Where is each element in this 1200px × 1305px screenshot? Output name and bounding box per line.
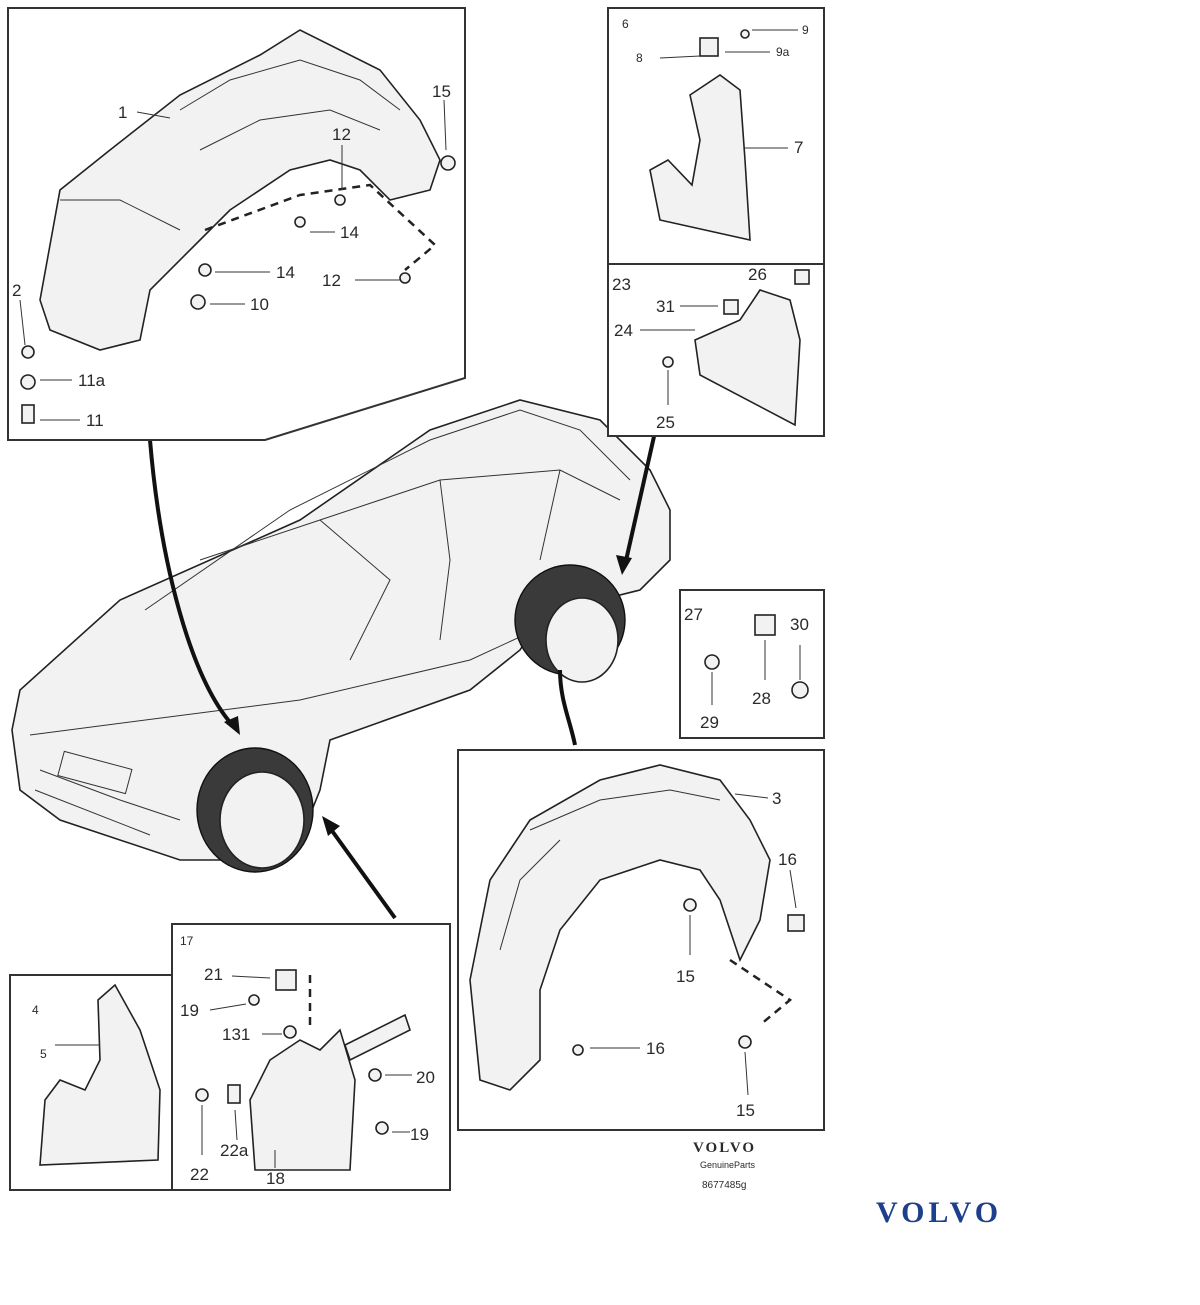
clip-kit-panel: 27 30 28 29 [679, 589, 825, 739]
callout-17: 17 [180, 934, 194, 948]
callout-8: 8 [636, 51, 643, 65]
callout-22a: 22a [220, 1141, 249, 1160]
volvo-brand-logo: VOLVO [876, 1196, 1002, 1229]
rear-liner-panel: 3 16 15 16 15 [457, 749, 825, 1131]
front-wheel-liner-part [39, 29, 441, 351]
callout-23: 23 [612, 275, 631, 294]
callout-9: 9 [802, 23, 809, 37]
callout-12: 12 [332, 125, 351, 144]
callout-6: 6 [622, 17, 629, 31]
car-illustration [11, 399, 671, 873]
callout-31: 31 [656, 297, 675, 316]
callout-14: 14 [276, 263, 295, 282]
callout-20: 20 [416, 1068, 435, 1087]
genuine-parts-label: GenuineParts [700, 1160, 756, 1170]
left-mudflap-panel: 4 5 [9, 974, 173, 1191]
callout-21: 21 [204, 965, 223, 984]
callout-7: 7 [794, 138, 803, 157]
left-mudflap-part [39, 983, 161, 1166]
callout-18: 18 [266, 1169, 285, 1188]
callout-131: 131 [222, 1025, 250, 1044]
callout-11a: 11a [78, 371, 106, 390]
callout-15: 15 [736, 1101, 755, 1120]
rear-wheel-liner-part [469, 764, 771, 1091]
callout-19: 19 [180, 1001, 199, 1020]
callout-9a: 9a [776, 45, 790, 59]
callout-28: 28 [752, 689, 771, 708]
rear-mudflap-part [694, 289, 801, 427]
callout-16: 16 [778, 850, 797, 869]
mudflap-kit-part [249, 1028, 356, 1171]
callout-14: 14 [340, 223, 359, 242]
diagram-code: 8677485g [702, 1180, 747, 1191]
callout-25: 25 [656, 413, 675, 432]
brand-logo-small: VOLVO [693, 1140, 756, 1156]
callout-10: 10 [250, 295, 269, 314]
callout-12: 12 [322, 271, 341, 290]
callout-26: 26 [748, 265, 767, 284]
footer-branding: VOLVO GenuineParts 8677485g VOLVO [693, 1140, 1002, 1229]
callout-2: 2 [12, 281, 21, 300]
callout-19: 19 [410, 1125, 429, 1144]
callout-11: 11 [86, 411, 104, 430]
callout-22: 22 [190, 1165, 209, 1184]
pointer-arrows [148, 431, 657, 920]
front-mudflap-part [649, 74, 751, 242]
callout-27: 27 [684, 605, 703, 624]
callout-15: 15 [432, 82, 451, 101]
callout-4: 4 [32, 1003, 39, 1017]
callout-3: 3 [772, 789, 781, 808]
callout-30: 30 [790, 615, 809, 634]
callout-5: 5 [40, 1047, 47, 1061]
front-liner-panel: 1 15 12 14 14 12 2 10 11a 11 [7, 7, 466, 441]
callout-24: 24 [614, 321, 633, 340]
callout-29: 29 [700, 713, 719, 732]
front-mudflap-panel: 6 9 8 9a 7 [607, 7, 825, 265]
callout-16: 16 [646, 1039, 665, 1058]
callout-15: 15 [676, 967, 695, 986]
mudflap-kit-panel: 17 21 19 131 20 19 22 22a 18 [171, 923, 451, 1191]
callout-1: 1 [118, 103, 127, 122]
rear-mudflap-panel: 23 26 31 24 25 [607, 263, 825, 437]
